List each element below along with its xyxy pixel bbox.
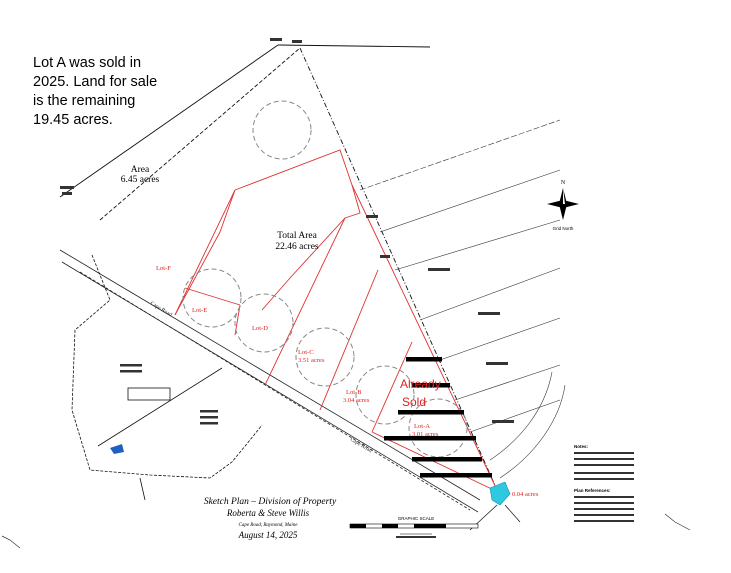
- lot-a-acres: 3.01 acres: [412, 431, 439, 438]
- sale-note-line: 19.45 acres.: [33, 112, 113, 128]
- north-arrow-icon: N Grid North: [547, 180, 579, 231]
- area-left-title: Area: [131, 165, 150, 175]
- north-label: Grid North: [553, 226, 574, 231]
- boundary-line-north: [277, 44, 431, 48]
- sale-note: Lot A was sold in 2025. Land for sale is…: [33, 54, 193, 130]
- references-heading: Plan References:: [574, 488, 611, 493]
- lot-b-acres: 3.04 acres: [343, 397, 370, 404]
- lot-d-label: Lot-D: [252, 325, 268, 332]
- lot-e-line: [184, 287, 241, 306]
- graphic-scale-label: GRAPHIC SCALE: [398, 516, 435, 521]
- sold-hatch-bars: [384, 357, 492, 478]
- lot-f-label: Lot-F: [156, 265, 171, 272]
- lot-e-label: Lot-E: [192, 307, 207, 314]
- lot-b-a-line: [371, 341, 413, 433]
- lot-east-line: [351, 184, 499, 493]
- sale-note-line: 2025. Land for sale: [33, 74, 158, 90]
- total-area-acres: 22.46 acres: [275, 242, 319, 252]
- already-sold-line1: Already: [400, 377, 441, 391]
- survey-annotations: [60, 38, 634, 522]
- lot-a-label: Lot-A: [414, 423, 430, 430]
- title-line2: Roberta & Steve Willis: [226, 508, 310, 518]
- sale-note-line: is the remaining: [33, 93, 136, 109]
- lot-c-acres: 3.51 acres: [298, 357, 325, 364]
- title-date: August 14, 2025: [238, 530, 298, 540]
- left-parcel: [71, 254, 263, 501]
- lot-c-label: Lot-C: [298, 349, 314, 356]
- title-line1: Sketch Plan – Division of Property: [204, 496, 337, 507]
- boundary-line-west: [59, 44, 279, 198]
- lot-b-label: Lot-B: [346, 389, 362, 396]
- already-sold-line2: Sold: [402, 395, 426, 409]
- sale-note-line: Lot A was sold in: [33, 55, 142, 71]
- road-label-west: Cape Road: [149, 301, 173, 319]
- north-letter: N: [561, 180, 566, 186]
- corner-acres-label: 0.04 acres: [512, 491, 539, 498]
- property-boundary: [59, 44, 499, 493]
- lot-labels: Lot-F Lot-E Lot-D Lot-C 3.51 acres Lot-B…: [156, 265, 439, 438]
- test-pit-circles: [182, 100, 468, 458]
- area-left-acres: 6.45 acres: [121, 175, 160, 185]
- lot-lines: [174, 149, 499, 493]
- boundary-line-east-dashed: [299, 47, 499, 493]
- graphic-scale: GRAPHIC SCALE: [349, 516, 479, 538]
- road-label-east: Cape Road: [349, 437, 373, 455]
- abutter-lines: [359, 119, 566, 479]
- total-area-title: Total Area: [277, 231, 317, 241]
- title-line3: Cape Road, Raymond, Maine: [238, 523, 298, 528]
- corner-marks: [1, 513, 691, 549]
- lot-d-c-line: [264, 217, 346, 386]
- notes-heading: Notes:: [574, 444, 589, 449]
- lot-f-outline: [234, 149, 361, 311]
- title-block: Sketch Plan – Division of Property Rober…: [204, 496, 337, 540]
- total-area-box: [127, 387, 171, 401]
- boundary-line-north-dashed: [99, 47, 301, 221]
